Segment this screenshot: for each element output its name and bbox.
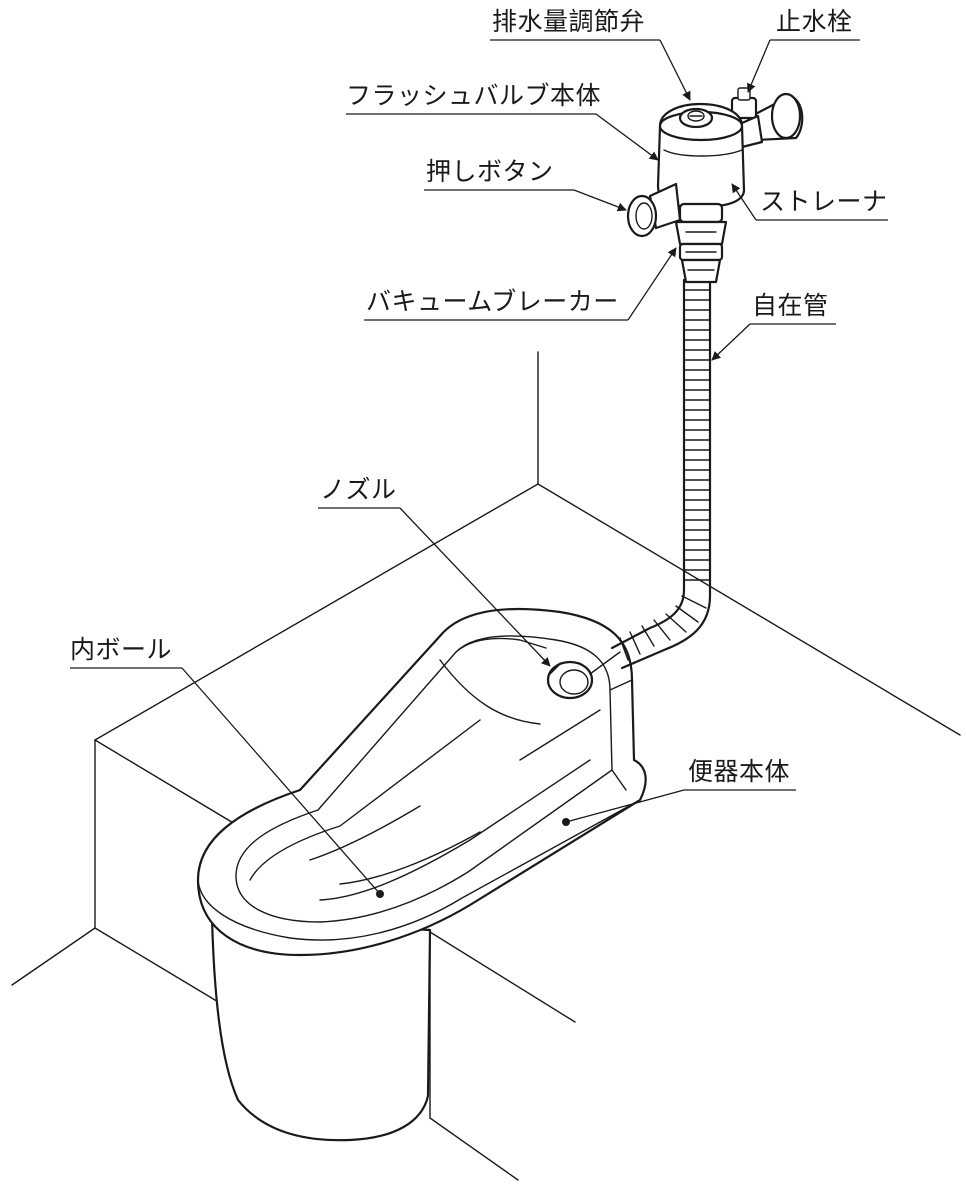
label-strainer: ストレーナ (760, 187, 888, 216)
label-inner-bowl: 内ボール (70, 635, 173, 664)
label-flush-valve-body: フラッシュバルブ本体 (346, 81, 602, 110)
flush-valve-drawing (626, 87, 804, 284)
label-toilet-body: 便器本体 (688, 757, 791, 786)
toilet-body-drawing (196, 607, 647, 1142)
label-nozzle: ノズル (320, 475, 397, 504)
label-drain-volume-valve: 排水量調節弁 (492, 7, 646, 36)
label-push-button: 押しボタン (426, 157, 554, 186)
label-vacuum-breaker: バキュームブレーカー (366, 287, 619, 316)
label-flexible-pipe: 自在管 (752, 291, 829, 320)
room-wall-lines (11, 351, 961, 1181)
label-stop-valve: 止水栓 (776, 7, 853, 36)
nozzle-drawing (546, 651, 621, 700)
leader-lines (70, 39, 888, 898)
flexible-pipe-drawing (610, 278, 712, 670)
